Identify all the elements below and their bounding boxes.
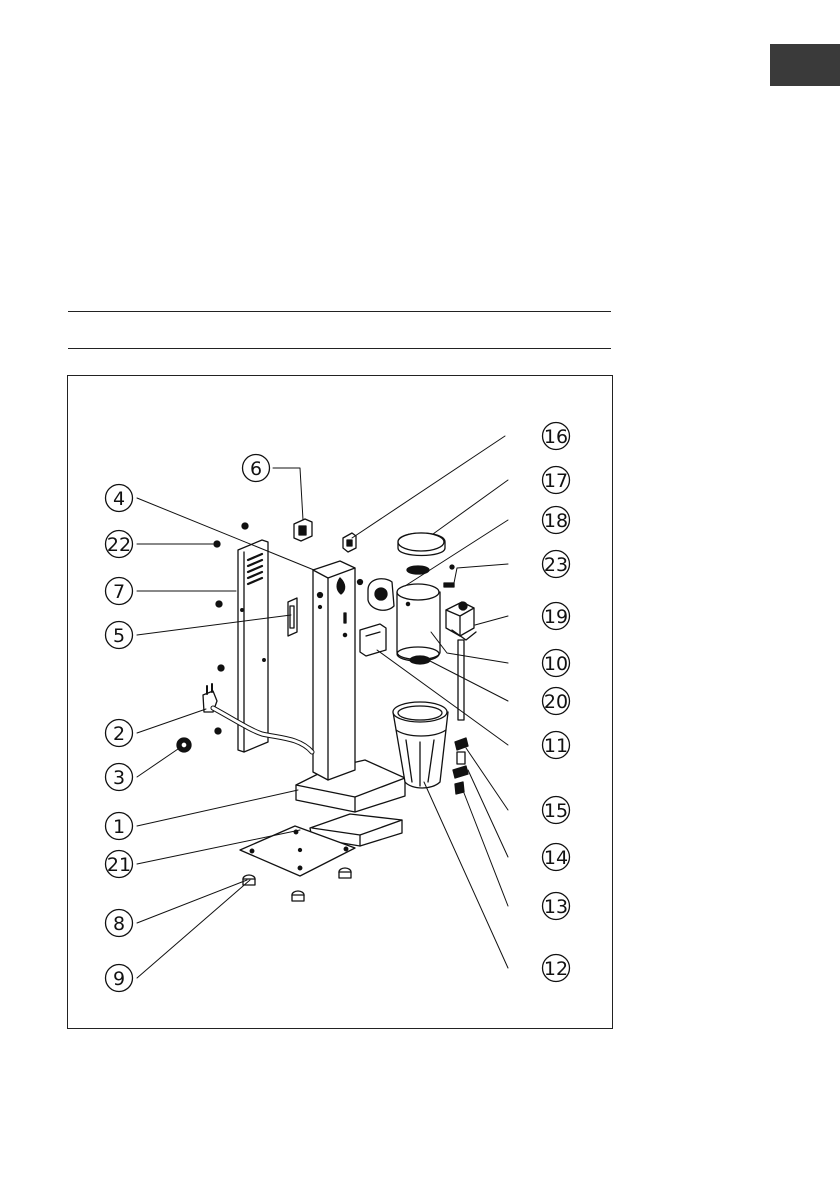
- callout-17: 17: [543, 467, 570, 494]
- back-panel-part: [238, 540, 268, 752]
- svg-text:11: 11: [544, 735, 568, 757]
- svg-text:2: 2: [113, 723, 125, 745]
- main-column-part: [313, 561, 355, 780]
- motor-mount-part: [360, 624, 386, 656]
- motor-cap-part: [398, 533, 445, 556]
- callout-21: 21: [106, 851, 133, 878]
- callout-3: 3: [106, 764, 133, 791]
- cord-grommet-part: [177, 738, 191, 752]
- svg-text:12: 12: [544, 958, 568, 980]
- svg-text:4: 4: [113, 488, 125, 510]
- mixing-cup-part: [393, 702, 448, 788]
- callout-4: 4: [106, 485, 133, 512]
- svg-text:21: 21: [107, 854, 131, 876]
- svg-text:17: 17: [544, 470, 568, 492]
- callout-23: 23: [543, 551, 570, 578]
- svg-text:1: 1: [113, 816, 125, 838]
- svg-text:13: 13: [544, 896, 568, 918]
- svg-text:8: 8: [113, 913, 125, 935]
- callout-20: 20: [543, 688, 570, 715]
- svg-text:5: 5: [113, 625, 125, 647]
- callout-15: 15: [543, 797, 570, 824]
- callout-22: 22: [106, 531, 133, 558]
- svg-text:7: 7: [113, 581, 125, 603]
- svg-text:20: 20: [544, 691, 568, 713]
- switch-part: [294, 519, 312, 541]
- svg-text:3: 3: [113, 767, 125, 789]
- callout-10: 10: [543, 650, 570, 677]
- callout-18: 18: [543, 507, 570, 534]
- callout-11: 11: [543, 732, 570, 759]
- agitator-parts: [453, 738, 468, 794]
- callout-6: 6: [243, 455, 270, 482]
- svg-text:9: 9: [113, 968, 125, 990]
- callout-8: 8: [106, 910, 133, 937]
- callout-2: 2: [106, 720, 133, 747]
- motor-clip-part: [343, 533, 356, 552]
- callout-19: 19: [543, 603, 570, 630]
- callout-7: 7: [106, 578, 133, 605]
- svg-text:15: 15: [544, 800, 568, 822]
- bracket-part: [288, 598, 297, 636]
- callout-1: 1: [106, 813, 133, 840]
- small-screw-part: [444, 565, 454, 587]
- callout-13: 13: [543, 893, 570, 920]
- svg-text:10: 10: [544, 653, 568, 675]
- callout-16: 16: [543, 423, 570, 450]
- svg-text:6: 6: [250, 458, 262, 480]
- spindle-shaft-part: [458, 640, 464, 720]
- motor-bracket-part: [368, 579, 394, 611]
- svg-text:22: 22: [107, 534, 131, 556]
- svg-text:19: 19: [544, 606, 568, 628]
- svg-text:23: 23: [544, 554, 568, 576]
- svg-text:18: 18: [544, 510, 568, 532]
- svg-text:14: 14: [544, 847, 568, 869]
- motor-body-part: [397, 584, 440, 661]
- callout-14: 14: [543, 844, 570, 871]
- spindle-head-part: [446, 602, 476, 640]
- callout-5: 5: [106, 622, 133, 649]
- svg-text:16: 16: [544, 426, 568, 448]
- callout-12: 12: [543, 955, 570, 982]
- callout-9: 9: [106, 965, 133, 992]
- lower-gasket-part: [410, 656, 430, 664]
